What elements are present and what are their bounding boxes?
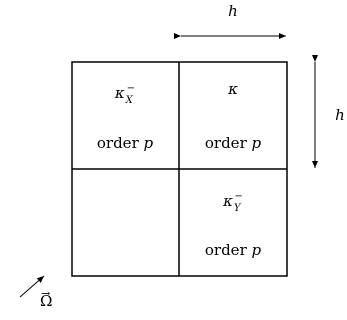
h-top-label: h	[228, 2, 238, 20]
kappa-label: κ	[228, 80, 238, 98]
h-right-label: h	[335, 106, 345, 124]
omega-vector-accent: →	[41, 287, 51, 300]
kappa-y-minus-label: κY−	[223, 191, 243, 214]
kappa-x-minus-label: κX−	[114, 83, 136, 106]
omega-direction-arrow	[19, 275, 45, 298]
order-label-top-left: order p	[96, 134, 154, 152]
order-label-bottom-right: order p	[204, 241, 262, 259]
order-label-top-right: order p	[204, 134, 262, 152]
omega-label: → Ω	[40, 287, 53, 310]
